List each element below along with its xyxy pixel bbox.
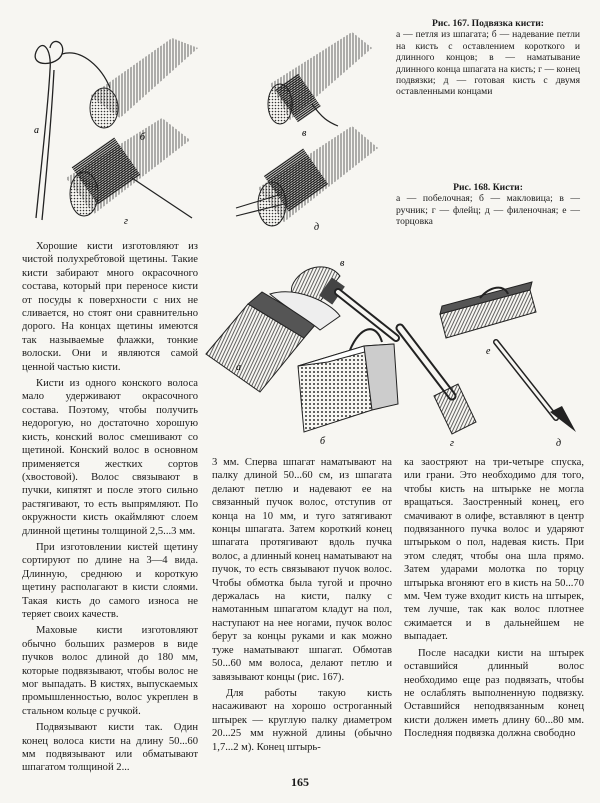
paragraph: Подвязывают кисти так. Один конец волоса… (22, 722, 198, 774)
figure-letter: а (34, 125, 39, 136)
figure-168-title: Рис. 168. Кисти: (453, 182, 523, 193)
figure-letter: в (302, 128, 307, 139)
brush-fleits (395, 323, 477, 435)
brush-ruchnik (290, 266, 400, 342)
figure-168-caption: Рис. 168. Кисти: а — побелочная; б — мак… (396, 182, 580, 228)
text-column-3: ка заостряют на три-четыре спуска, или г… (404, 456, 584, 741)
figure-letter: в (340, 258, 345, 269)
figure-letter: е (486, 346, 491, 357)
paragraph: Хорошие кисти изготовляют из чистой полу… (22, 241, 198, 373)
figure-letter: г (124, 216, 128, 227)
figure-letter: д (314, 222, 319, 233)
brush-bundle-g (66, 118, 193, 219)
twine-loop-a (34, 40, 64, 221)
paragraph: ка заостряют на три-четыре спуска, или г… (404, 457, 584, 643)
paragraph: При изготовлении кистей щетину сортируют… (22, 541, 198, 620)
figure-167-illustration: а б в г д (34, 32, 378, 233)
paragraph: Маховые кисти изготовляют обычно больших… (22, 625, 198, 717)
page-number: 165 (291, 775, 309, 789)
figure-168-illustration: в а б е г д (205, 258, 576, 449)
figure-letter: г (450, 438, 454, 449)
paragraph: После насадки кисти на штырек оставшийся… (404, 647, 584, 740)
figure-168-caption-text: а — побелочная; б — макловица; в — ручни… (396, 193, 580, 228)
figure-167-title: Рис. 167. Подвязка кисти: (432, 18, 544, 29)
brush-tortsovka (439, 281, 537, 339)
figure-167-caption: Рис. 167. Подвязка кисти: а — петля из ш… (396, 18, 580, 98)
brush-pobelochnaya (205, 291, 341, 393)
brush-bundle-b (61, 38, 198, 129)
figure-167-caption-text: а — петля из шпагата; б — надевание петл… (396, 29, 580, 98)
figure-letter: б (320, 436, 326, 447)
text-column-1: Хорошие кисти изготовляют из чистой полу… (22, 240, 198, 775)
brush-bundle-v (267, 32, 372, 127)
brush-filenochnaya (493, 339, 576, 432)
paragraph: 3 мм. Сперва шпагат наматывают на палку … (212, 457, 392, 683)
brush-maklovitsa (297, 328, 399, 433)
brush-bundle-d (235, 126, 378, 227)
paragraph: Кисти из одного конского волоса мало уде… (22, 378, 198, 537)
figure-letter: д (556, 438, 561, 449)
text-column-2: 3 мм. Сперва шпагат наматывают на палку … (212, 456, 392, 754)
paragraph: Для работы такую кисть насаживают на хор… (212, 687, 392, 753)
figure-letter: а (236, 362, 241, 373)
